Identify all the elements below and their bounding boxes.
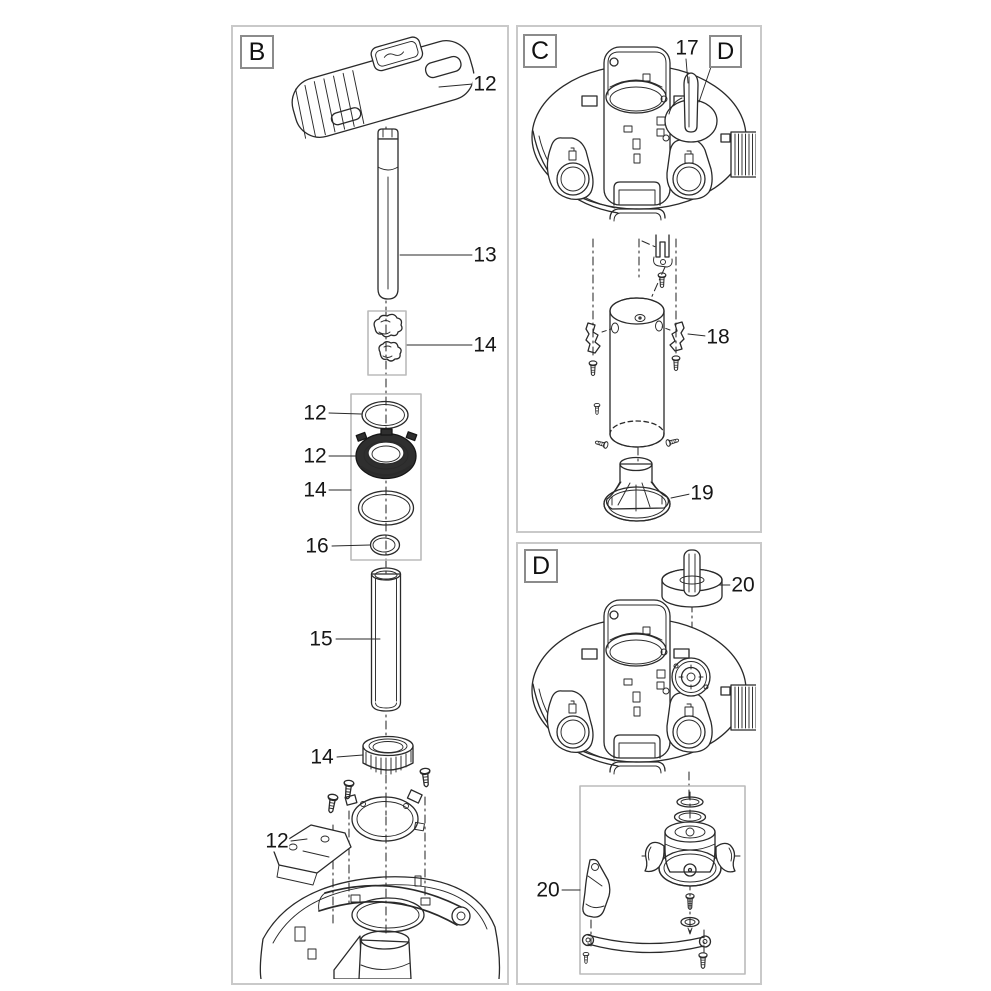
bracket-drawing bbox=[272, 824, 352, 886]
knob-seat-drawing bbox=[671, 657, 711, 697]
callout-knob: 20 bbox=[730, 573, 756, 597]
lamp-clips-drawing bbox=[373, 313, 403, 362]
panel-b-drawing bbox=[259, 36, 501, 979]
clip-left-drawing bbox=[585, 322, 601, 354]
panel-b: B 12 13 14 12 12 14 16 15 14 12 bbox=[231, 25, 509, 985]
bayonet-ring-drawing bbox=[355, 428, 418, 480]
callout-uvc-lamp: 13 bbox=[472, 243, 498, 267]
callout-handle-cover: 12 bbox=[472, 72, 498, 96]
washer-drawing bbox=[680, 916, 700, 935]
retaining-ring-drawing bbox=[344, 789, 425, 842]
cone-drawing bbox=[603, 456, 671, 522]
rotary-knob-drawing bbox=[661, 549, 723, 608]
panel-letter: D bbox=[531, 551, 551, 580]
callout-lid: 17 bbox=[674, 36, 700, 60]
housing-drawing bbox=[259, 875, 501, 979]
callout-bracket: 12 bbox=[264, 829, 290, 853]
callout-union-nut: 14 bbox=[309, 745, 335, 769]
panel-d: D 20 20 bbox=[516, 542, 762, 985]
fork-clip-drawing bbox=[653, 234, 673, 268]
panel-c: C 17 D 18 19 bbox=[516, 25, 762, 533]
callout-clips: 18 bbox=[705, 325, 731, 349]
knob-drawing bbox=[664, 72, 718, 143]
callout-bayonet-ring: 12 bbox=[302, 444, 328, 468]
callout-quartz-tube: 15 bbox=[308, 627, 334, 651]
detail-d-reference-box: D bbox=[709, 35, 742, 68]
panel-label-d: D bbox=[524, 549, 558, 583]
curved-arm-drawing bbox=[581, 933, 712, 954]
handle-cover-drawing bbox=[291, 36, 475, 139]
clip-right-drawing bbox=[669, 321, 685, 352]
panel-letter: B bbox=[248, 37, 266, 66]
callout-cone: 19 bbox=[689, 481, 715, 505]
panel-d-drawing bbox=[531, 549, 756, 975]
valve-body-drawing bbox=[644, 821, 736, 887]
callout-o-ring-large: 14 bbox=[302, 478, 328, 502]
callout-o-ring-top: 12 bbox=[302, 401, 328, 425]
callout-lamp-clips: 14 bbox=[472, 333, 498, 357]
callout-valve: 20 bbox=[535, 878, 561, 902]
uvc-lamp-drawing bbox=[377, 128, 399, 300]
small-ring-drawing bbox=[369, 534, 401, 556]
flat-bracket-drawing bbox=[582, 858, 611, 918]
callout-small-ring: 16 bbox=[304, 534, 330, 558]
panel-letter: C bbox=[530, 36, 550, 65]
quartz-tube-drawing bbox=[370, 567, 402, 712]
panel-label-c: C bbox=[523, 34, 557, 68]
panel-label-b: B bbox=[240, 35, 274, 69]
union-nut-drawing bbox=[362, 735, 414, 775]
panel-c-drawing bbox=[531, 46, 756, 522]
detail-d-letter: D bbox=[716, 37, 735, 65]
cylinder-drawing bbox=[609, 297, 665, 448]
o-ring-large-drawing bbox=[357, 490, 415, 526]
o-ring-top-drawing bbox=[361, 400, 409, 430]
